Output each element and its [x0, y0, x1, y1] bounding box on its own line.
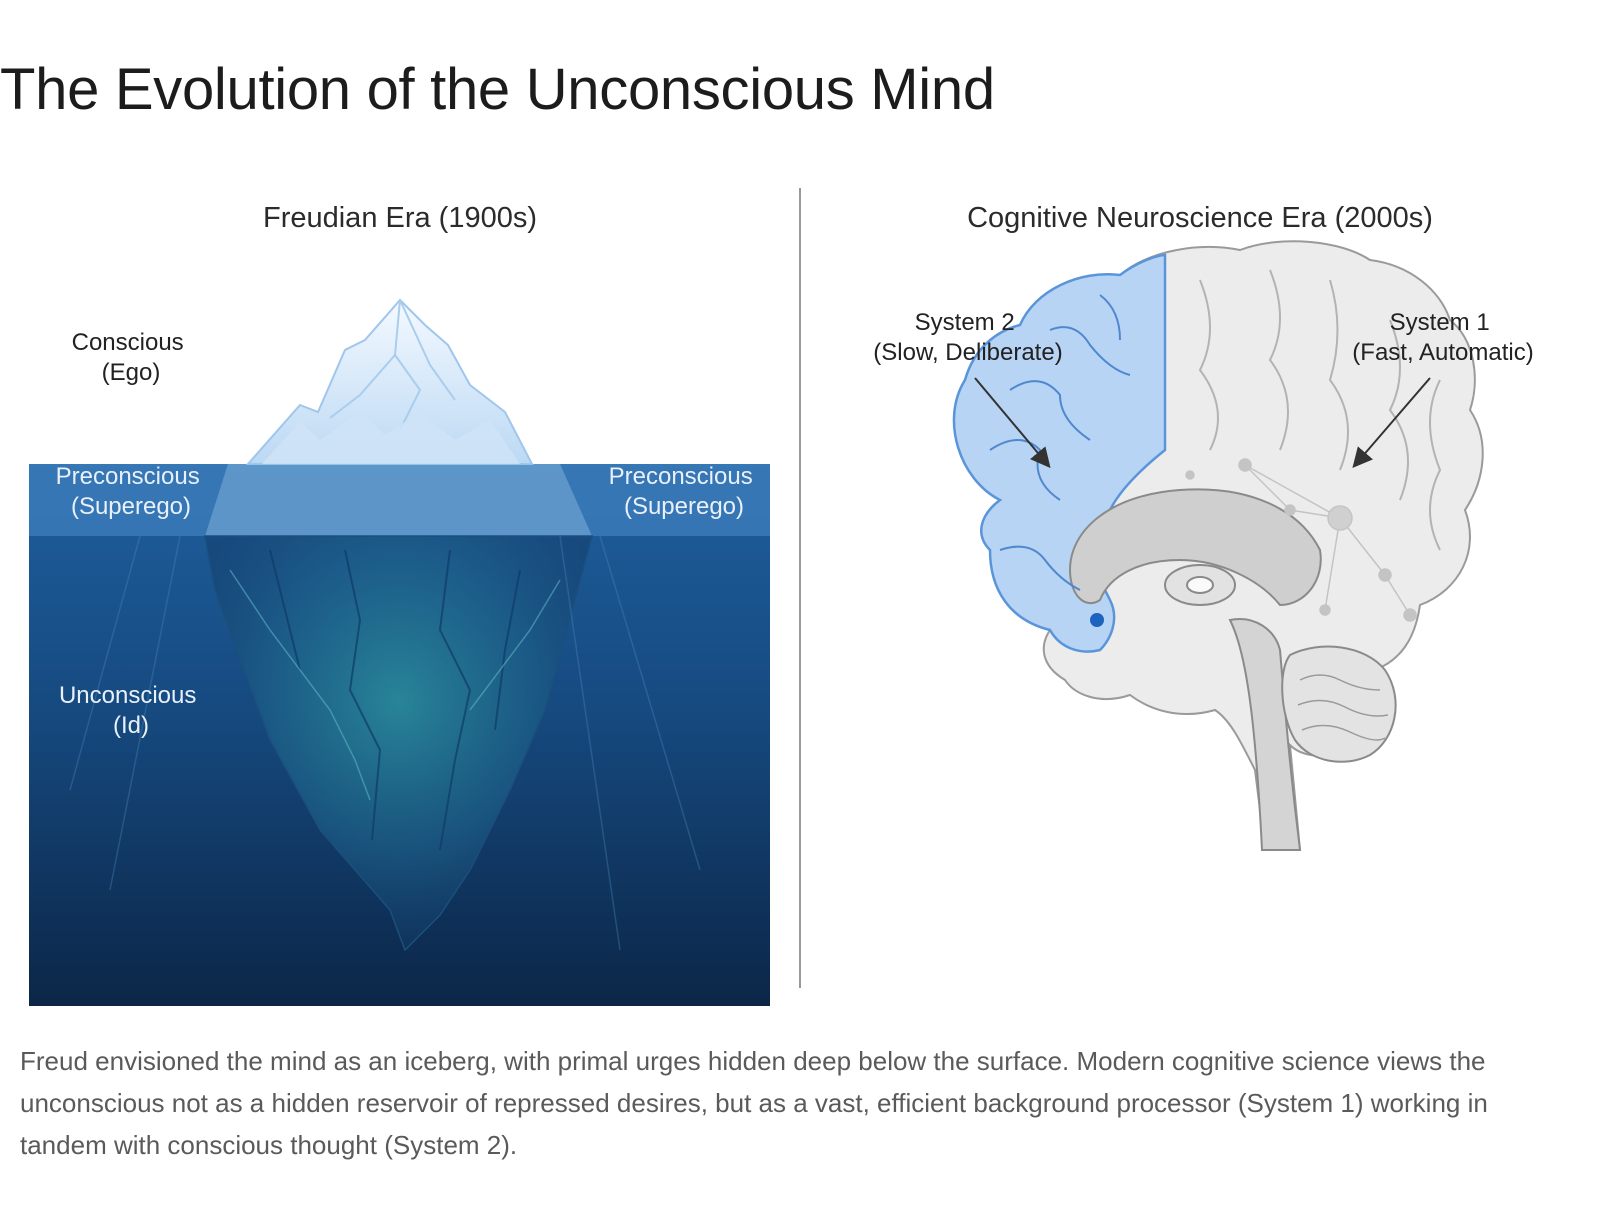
preconscious-label-left: Preconscious (Superego)	[56, 463, 207, 520]
freudian-era-title: Freudian Era (1900s)	[263, 202, 537, 234]
page-title: The Evolution of the Unconscious Mind	[0, 57, 995, 122]
corpus-callosum	[1068, 488, 1322, 607]
system2-node	[1090, 613, 1104, 627]
iceberg-tip	[245, 298, 534, 465]
comparison-figure: Freudian Era (1900s) Conscious (Ego) Pre…	[0, 150, 1600, 1020]
unconscious-label: Unconscious (Id)	[59, 682, 203, 739]
system2-label: System 2 (Slow, Deliberate)	[873, 309, 1062, 366]
preconscious-band	[29, 464, 770, 536]
system2-arrow	[974, 377, 1051, 469]
conscious-label: Conscious (Ego)	[72, 329, 191, 386]
iceberg-submerged	[204, 535, 593, 952]
iceberg-shallow	[205, 464, 592, 536]
system1-arrow	[1352, 377, 1431, 469]
brain-panel: Cognitive Neuroscience Era (2000s)	[873, 202, 1534, 851]
preconscious-label-right: Preconscious (Superego)	[609, 463, 760, 520]
system1-label: System 1 (Fast, Automatic)	[1352, 309, 1533, 366]
figure-caption: Freud envisioned the mind as an iceberg,…	[20, 1046, 1488, 1160]
brainstem	[1228, 618, 1302, 851]
iceberg-panel: Freudian Era (1900s) Conscious (Ego) Pre…	[29, 202, 770, 1006]
system2-region	[952, 253, 1167, 653]
neural-network	[1185, 458, 1417, 622]
neuroscience-era-title: Cognitive Neuroscience Era (2000s)	[967, 202, 1433, 234]
